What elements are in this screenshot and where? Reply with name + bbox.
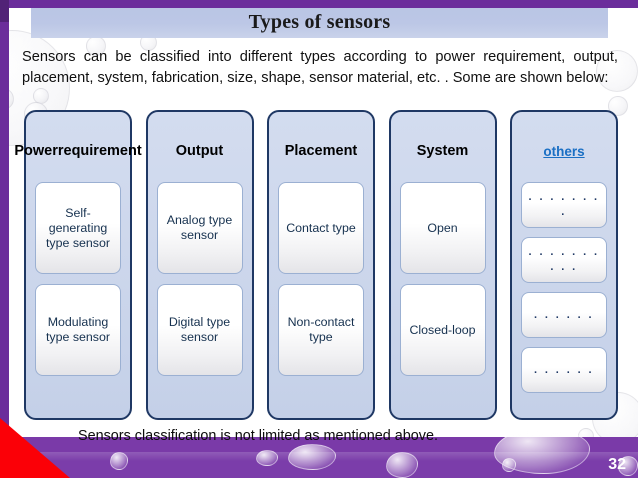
cell-contact-type[interactable]: Contact type — [278, 182, 364, 274]
column-output[interactable]: Output Analog type sensor Digital type s… — [145, 110, 254, 420]
column-body-power-requirement: Self- generating type sensor Modulating … — [35, 182, 121, 408]
column-body-placement: Contact type Non-contact type — [278, 182, 364, 408]
cell-others-placeholder-1[interactable]: . . . . . . . . — [521, 182, 607, 228]
page-number: 32 — [608, 456, 626, 473]
sensor-classification-diagram: Power requirement Self- generating type … — [14, 110, 618, 420]
column-body-output: Analog type sensor Digital type sensor — [156, 182, 243, 408]
column-body-system: Open Closed-loop — [399, 182, 486, 408]
column-heading-line-1: Power — [14, 142, 58, 159]
column-heading-others-link[interactable]: others — [543, 143, 585, 159]
left-purple-strip — [0, 0, 9, 437]
column-power-requirement[interactable]: Power requirement Self- generating type … — [14, 110, 142, 420]
column-heading-system: System — [416, 142, 469, 159]
page-title: Types of sensors — [248, 10, 391, 33]
title-banner: Types of sensors — [31, 6, 608, 38]
cell-others-placeholder-3[interactable]: . . . . . . — [521, 292, 607, 338]
left-purple-strip-dark-cap — [0, 0, 9, 22]
column-placement[interactable]: Placement Contact type Non-contact type — [267, 110, 375, 420]
column-heading-power-requirement: Power requirement — [14, 120, 141, 182]
column-heading-output: Output — [175, 142, 224, 159]
column-heading-line-2: requirement — [57, 142, 142, 159]
top-purple-strip — [0, 0, 638, 8]
bubble-decoration — [33, 88, 49, 104]
column-system[interactable]: System Open Closed-loop — [388, 110, 497, 420]
column-others[interactable]: others . . . . . . . . . . . . . . . . .… — [510, 110, 618, 420]
column-body-others: . . . . . . . . . . . . . . . . . . . . … — [521, 182, 607, 408]
cell-digital-type-sensor[interactable]: Digital type sensor — [156, 284, 243, 376]
cell-non-contact-type[interactable]: Non-contact type — [278, 284, 364, 376]
cell-open[interactable]: Open — [399, 182, 486, 274]
intro-paragraph: Sensors can be classified into different… — [22, 49, 618, 86]
cell-others-placeholder-2[interactable]: . . . . . . . . . . — [521, 237, 607, 283]
cell-self-generating-type-sensor[interactable]: Self- generating type sensor — [35, 182, 121, 274]
cell-others-placeholder-4[interactable]: . . . . . . — [521, 347, 607, 393]
cell-analog-type-sensor[interactable]: Analog type sensor — [156, 182, 243, 274]
cell-modulating-type-sensor[interactable]: Modulating type sensor — [35, 284, 121, 376]
cell-closed-loop[interactable]: Closed-loop — [399, 284, 486, 376]
diagram-caption: Sensors classification is not limited as… — [78, 428, 438, 444]
bottom-band-gloss — [0, 452, 638, 461]
column-heading-placement: Placement — [284, 142, 358, 159]
